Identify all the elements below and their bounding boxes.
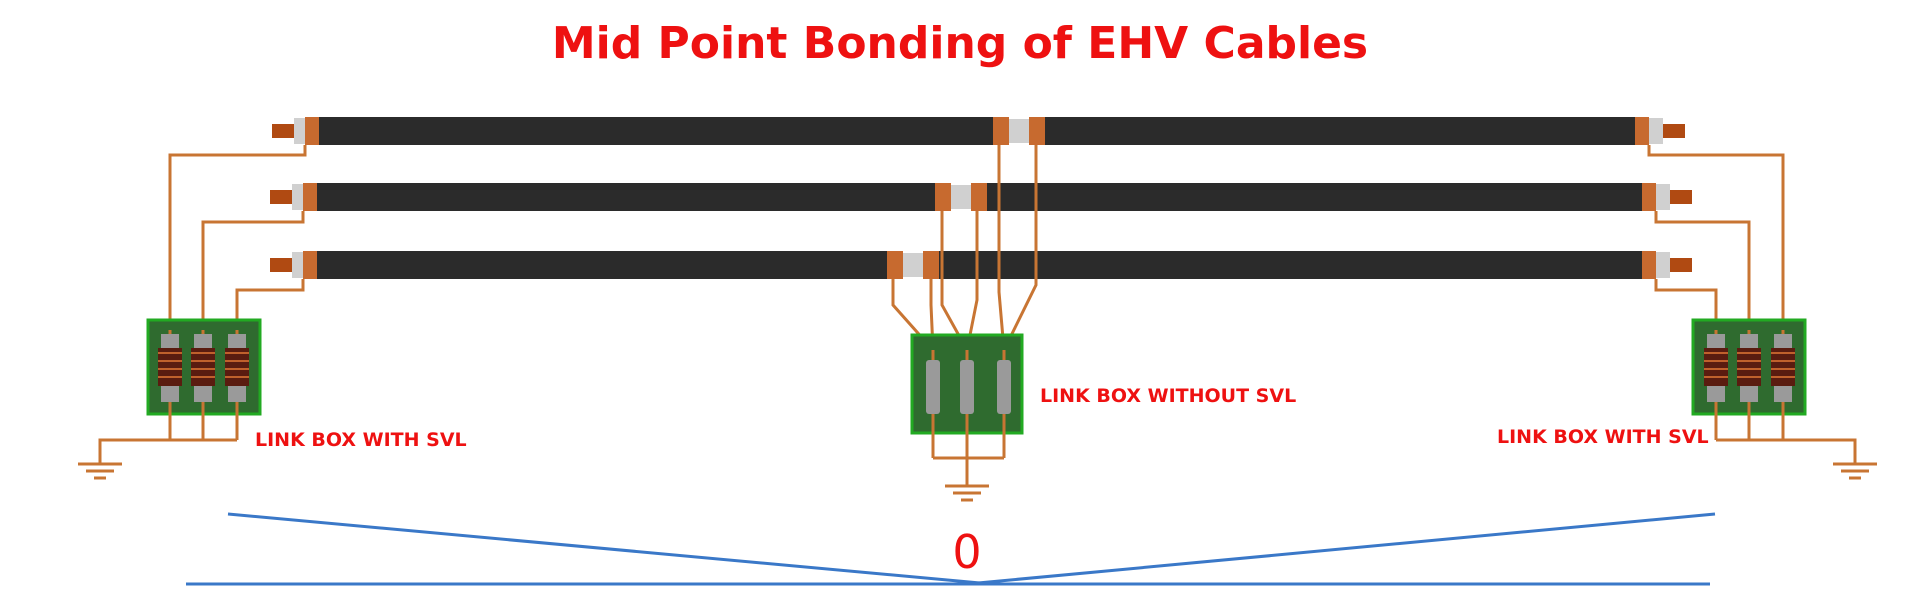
cable-3-left-section: [317, 251, 887, 279]
cable-3-right-section: [939, 251, 1642, 279]
svl-surge-limiter-icon: [1704, 330, 1728, 440]
cable-2-left-section: [317, 183, 935, 211]
link-bar-1: [926, 360, 1011, 414]
middle-link-box: [910, 333, 1024, 502]
svl-surge-limiter-icon: [225, 330, 249, 440]
left-link-box: [78, 318, 262, 480]
svl-surge-limiter-icon: [158, 330, 182, 440]
cable-1-joint: [1009, 119, 1029, 143]
cable-3: [270, 251, 1692, 279]
cable-2-joint: [951, 185, 971, 209]
svl-surge-limiter-icon: [1737, 330, 1761, 440]
cable-2-right-section: [987, 183, 1642, 211]
svl-surge-limiter-icon: [1771, 330, 1795, 440]
cable-1-left-section: [319, 117, 993, 145]
cable-1-right-section: [1045, 117, 1635, 145]
left-link-box-label: LINK BOX WITH SVL: [255, 429, 467, 451]
left-bond-wires: [168, 145, 307, 340]
right-bond-wires: [1647, 145, 1785, 340]
cable-1: [272, 117, 1685, 145]
sheath-voltage-profile: [186, 512, 1716, 586]
middle-link-box-label: LINK BOX WITHOUT SVL: [1040, 385, 1296, 407]
right-link-box: [1691, 318, 1877, 480]
earth-ground-icon: [1833, 462, 1877, 480]
middle-bond-wires: [891, 145, 1038, 351]
cable-2: [270, 183, 1692, 211]
diagram-title: Mid Point Bonding of EHV Cables: [551, 18, 1369, 69]
right-link-box-label: LINK BOX WITH SVL: [1497, 426, 1709, 448]
zero-voltage-label: 0: [952, 525, 981, 579]
earth-ground-icon: [945, 484, 989, 502]
cable-3-joint: [903, 253, 923, 277]
svl-surge-limiter-icon: [191, 330, 215, 440]
earth-ground-icon: [78, 462, 122, 480]
